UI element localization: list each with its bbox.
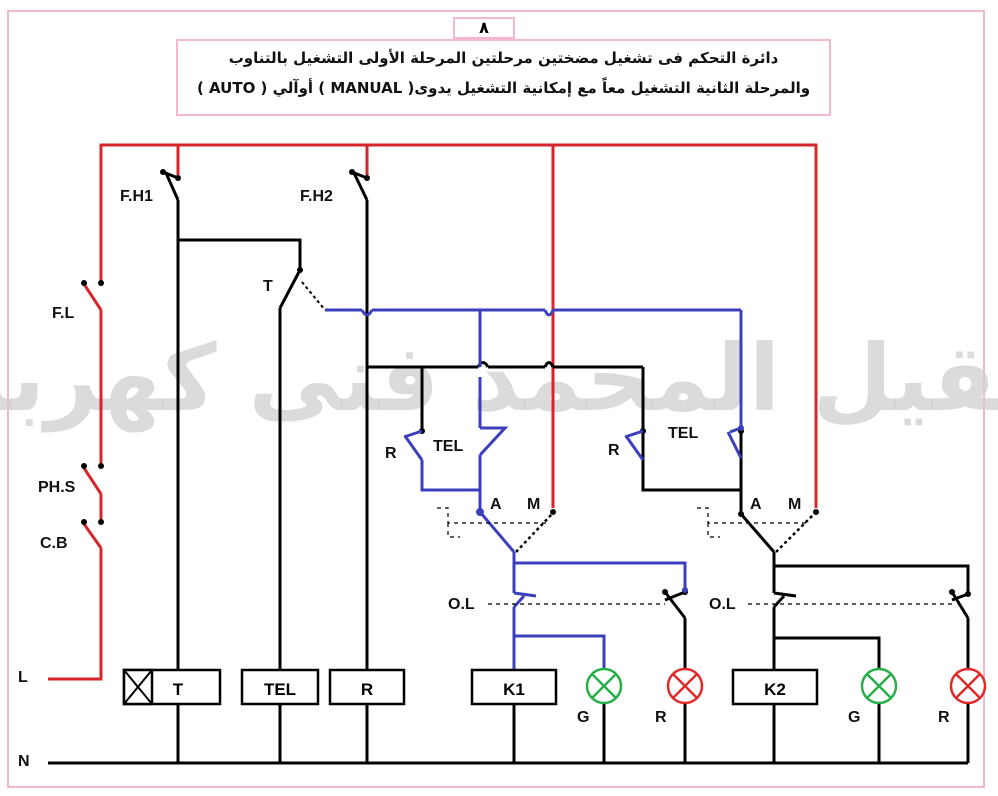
label-l: L xyxy=(18,669,28,686)
fh2-blade xyxy=(352,172,369,201)
dashed-linkages xyxy=(437,507,952,605)
label-n: N xyxy=(18,753,30,770)
title-line-1: دائرة التحكم فى تشغيل مضختين مرحلتين الم… xyxy=(228,49,779,67)
coil-r-box xyxy=(328,668,406,706)
selector1-blade xyxy=(478,511,516,553)
label-r-right: R xyxy=(608,442,620,459)
red-wiring xyxy=(48,143,818,681)
coil-k1-box xyxy=(470,668,558,706)
coil-boxes xyxy=(122,668,819,706)
label-r-left: R xyxy=(385,445,397,462)
watermark: عقيل المحمد فنى كهرباء xyxy=(0,325,998,433)
label-cb: C.B xyxy=(40,535,68,552)
lamp-green-2-icon xyxy=(860,667,898,705)
coil-k1-label: K1 xyxy=(503,680,525,699)
top-bus xyxy=(99,143,818,508)
label-lamp-r2: R xyxy=(938,709,950,726)
title-box: دائرة التحكم فى تشغيل مضختين مرحلتين الم… xyxy=(176,39,831,116)
label-a1: A xyxy=(490,496,502,513)
selector2-blade xyxy=(739,513,776,553)
page-number: ٨ xyxy=(453,17,515,39)
label-a2: A xyxy=(750,496,762,513)
ol2-nc-blade xyxy=(950,591,970,619)
label-lamp-g1: G xyxy=(577,709,589,726)
title-line-2: والمرحلة الثانية التشغيل معاً مع إمكانية… xyxy=(196,79,811,97)
tel-right-blade xyxy=(726,431,743,459)
label-ol1: O.L xyxy=(448,596,475,613)
label-fh1: F.H1 xyxy=(120,188,153,205)
ol1-nc-blade xyxy=(663,591,687,619)
label-fl: F.L xyxy=(52,305,74,322)
label-tel-left: TEL xyxy=(433,438,463,455)
fh1-blade xyxy=(164,172,180,201)
cb-blade xyxy=(82,523,103,549)
page-frame xyxy=(7,10,985,788)
black-wiring xyxy=(48,170,970,765)
r-right-blade xyxy=(624,435,645,461)
lamp-green-1-icon xyxy=(585,667,623,705)
label-phs: PH.S xyxy=(38,479,76,496)
label-m2: M xyxy=(788,496,801,513)
phs-blade xyxy=(82,467,103,495)
coil-r-label: R xyxy=(361,680,373,699)
coil-tel-label: TEL xyxy=(264,680,296,699)
t-delay-link xyxy=(301,281,326,311)
label-lamp-r1: R xyxy=(655,709,667,726)
coil-k2-label: K2 xyxy=(764,680,786,699)
coil-tel-box xyxy=(240,668,320,706)
fl-blade xyxy=(82,283,103,311)
r-left-blade xyxy=(403,435,424,461)
coil-k2-box xyxy=(731,668,819,706)
label-ol2: O.L xyxy=(709,596,736,613)
label-fh2: F.H2 xyxy=(300,188,333,205)
timer-cross-icon xyxy=(123,669,153,705)
protection-contact-dots xyxy=(81,280,104,525)
lamp-red-2-icon xyxy=(949,667,987,705)
label-t: T xyxy=(263,278,273,295)
label-m1: M xyxy=(527,496,540,513)
blue-wiring xyxy=(325,308,743,670)
t-contact-blade xyxy=(278,269,302,309)
line-to-cb xyxy=(48,548,103,681)
tel-left-blade xyxy=(478,426,509,457)
coil-t-label: T xyxy=(173,680,184,699)
blue-contact-dots xyxy=(476,425,744,593)
lamp-red-1-icon xyxy=(666,667,704,705)
label-lamp-g2: G xyxy=(848,709,860,726)
label-tel-right: TEL xyxy=(668,425,698,442)
